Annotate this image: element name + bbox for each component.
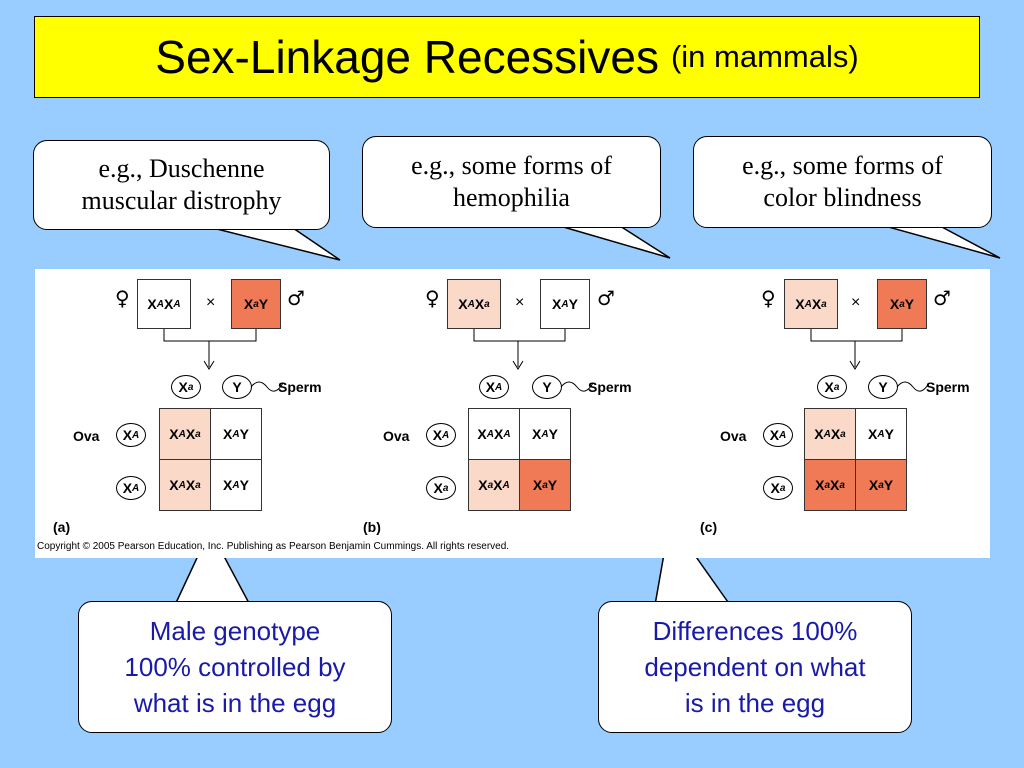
sperm-label: Sperm (926, 379, 970, 395)
bubble-line: hemophilia (453, 183, 570, 212)
title-main: Sex-Linkage Recessives (155, 31, 659, 83)
bubble-differences: Differences 100% dependent on what is in… (598, 601, 912, 733)
male-symbol: ♂ (287, 286, 305, 310)
panel-label: (a) (53, 519, 71, 535)
bubble-line: Differences 100% (652, 616, 858, 646)
sperm-y: Y (222, 375, 252, 399)
bubble-color-blindness: e.g., some forms of color blindness (693, 136, 992, 228)
bubble-line: is in the egg (684, 688, 826, 718)
bubble-line: what is in the egg (133, 688, 337, 718)
cross-symbol: × (515, 294, 525, 311)
bubble-line: 100% controlled by (124, 652, 346, 682)
bubble-line: e.g., Duschenne (98, 154, 265, 183)
cross-symbol: × (206, 294, 216, 311)
panel-label: (c) (700, 519, 718, 535)
bubble-line: dependent on what (644, 652, 866, 682)
cross-symbol: × (851, 294, 861, 311)
panel-label: (b) (363, 519, 381, 535)
male-symbol: ♂ (933, 286, 951, 310)
female-symbol: ♀ (115, 286, 130, 310)
male-symbol: ♂ (597, 286, 615, 310)
bubble-duchenne: e.g., Duschenne muscular distrophy (33, 140, 330, 230)
sperm-y: Y (532, 375, 562, 399)
copyright-text: Copyright © 2005 Pearson Education, Inc.… (37, 541, 510, 552)
sperm-label: Sperm (278, 379, 322, 395)
bubble-line: e.g., some forms of (411, 151, 612, 180)
bubble-line: Male genotype (149, 616, 321, 646)
female-symbol: ♀ (761, 286, 776, 310)
bubble-line: e.g., some forms of (742, 151, 943, 180)
sperm-y: Y (868, 375, 898, 399)
title-box: Sex-Linkage Recessives (in mammals) (34, 16, 980, 98)
bubble-male-genotype: Male genotype 100% controlled by what is… (78, 601, 392, 733)
title-sub: (in mammals) (670, 39, 859, 74)
sperm-label: Sperm (588, 379, 632, 395)
ova-label: Ova (720, 428, 747, 444)
female-symbol: ♀ (425, 286, 440, 310)
bubble-line: color blindness (763, 183, 922, 212)
bubble-hemophilia: e.g., some forms of hemophilia (362, 136, 661, 228)
bubble-line: muscular distrophy (81, 186, 282, 215)
ova-label: Ova (383, 428, 410, 444)
ova-label: Ova (73, 428, 100, 444)
